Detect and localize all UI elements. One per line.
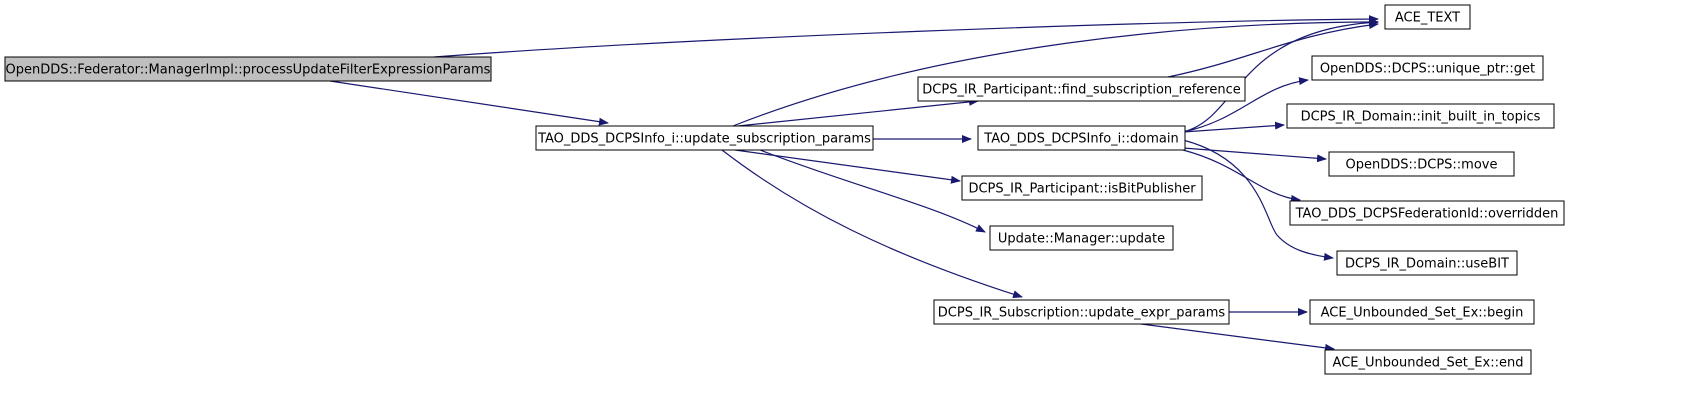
edge-update_sub_params-to-mgr_update [759,149,986,233]
node-overridden[interactable]: TAO_DDS_DCPSFederationId::overridden [1289,200,1565,226]
node-label: DCPS_IR_Participant::find_subscription_r… [922,83,1240,98]
node-label: Update::Manager::update [998,232,1165,247]
node-box [535,125,874,151]
node-use-bit[interactable]: DCPS_IR_Domain::useBIT [1336,250,1518,276]
node-box [961,175,1203,201]
nodes-layer: OpenDDS::Federator::ManagerImpl::process… [4,4,1565,375]
node-box [1286,103,1555,129]
node-box [1289,200,1565,226]
node-init-bit[interactable]: DCPS_IR_Domain::init_built_in_topics [1286,103,1555,129]
node-label: ACE_Unbounded_Set_Ex::begin [1321,306,1524,321]
node-box [4,56,492,82]
edge-update_sub_params-to-ace_text [732,18,1379,127]
node-label: DCPS_IR_Subscription::update_expr_params [938,306,1226,321]
edge-update_sub_params-to-update_expr [721,149,1023,299]
node-label: DCPS_IR_Domain::useBIT [1345,257,1509,272]
node-domain[interactable]: TAO_DDS_DCPSInfo_i::domain [977,125,1186,151]
edge-find_sub_ref-to-ace_text [1167,21,1379,78]
edge-domain-to-overridden [1182,149,1301,203]
edge-update_sub_params-to-find_sub_ref [737,97,979,127]
node-label: DCPS_IR_Participant::isBitPublisher [968,182,1196,197]
edge-domain-to-unique_ptr_get [1182,77,1309,133]
node-label: OpenDDS::Federator::ManagerImpl::process… [6,63,491,78]
node-find-sub-ref[interactable]: DCPS_IR_Participant::find_subscription_r… [917,76,1246,102]
node-root[interactable]: OpenDDS::Federator::ManagerImpl::process… [4,56,492,82]
node-box [989,225,1174,251]
node-box [917,76,1246,102]
node-label: OpenDDS::DCPS::unique_ptr::get [1320,62,1535,77]
edge-root-to-update_sub_params [329,80,609,126]
node-box [1336,250,1518,276]
node-box [1328,151,1515,177]
node-update-sub-params[interactable]: TAO_DDS_DCPSInfo_i::update_subscription_… [535,125,874,151]
edge-domain-to-move [1182,147,1327,163]
node-box [1311,55,1544,81]
node-label: ACE_TEXT [1395,11,1460,26]
node-box [1384,4,1471,30]
node-label: TAO_DDS_DCPSInfo_i::update_subscription_… [537,132,871,147]
edge-update_expr-to-set_end [1140,323,1335,352]
node-set-begin[interactable]: ACE_Unbounded_Set_Ex::begin [1309,299,1535,325]
edge-update_sub_params-to-is_bit_pub [734,149,961,184]
node-label: TAO_DDS_DCPSFederationId::overridden [1295,207,1559,222]
node-label: OpenDDS::DCPS::move [1345,158,1497,173]
node-label: TAO_DDS_DCPSInfo_i::domain [983,132,1178,147]
node-box [1324,349,1532,375]
node-unique-ptr-get[interactable]: OpenDDS::DCPS::unique_ptr::get [1311,55,1544,81]
edge-domain-to-ace_text [1182,18,1379,133]
edge-domain-to-init_bit [1182,121,1285,133]
node-update-expr[interactable]: DCPS_IR_Subscription::update_expr_params [933,299,1230,325]
node-set-end[interactable]: ACE_Unbounded_Set_Ex::end [1324,349,1532,375]
node-box [1309,299,1535,325]
node-move[interactable]: OpenDDS::DCPS::move [1328,151,1515,177]
edges-layer [329,15,1379,352]
node-label: DCPS_IR_Domain::init_built_in_topics [1301,110,1541,125]
node-box [977,125,1186,151]
edge-domain-to-use_bit [1182,139,1334,261]
node-label: ACE_Unbounded_Set_Ex::end [1333,356,1524,371]
node-ace-text[interactable]: ACE_TEXT [1384,4,1471,30]
edge-root-to-ace_text [433,15,1379,58]
node-box [933,299,1230,325]
node-is-bit-pub[interactable]: DCPS_IR_Participant::isBitPublisher [961,175,1203,201]
node-mgr-update[interactable]: Update::Manager::update [989,225,1174,251]
